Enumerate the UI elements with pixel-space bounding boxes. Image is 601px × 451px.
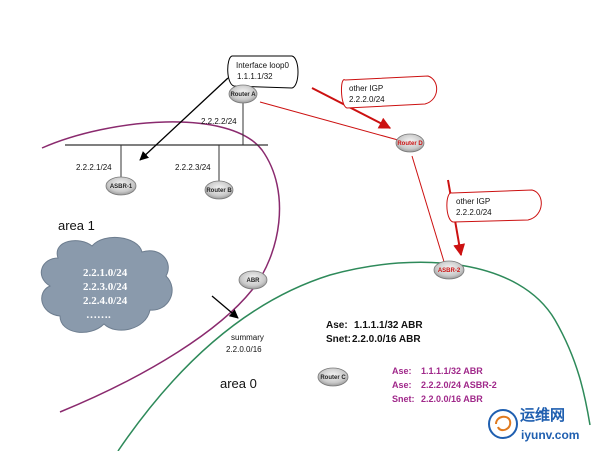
summary-arrow — [211, 295, 239, 319]
igp2-net-label: 2.2.2.0/24 — [456, 208, 492, 217]
cloud-line-4: ……. — [86, 309, 111, 321]
router-c: Router C — [317, 367, 349, 387]
lsa-black-value-1: 1.1.1.1/32 ABR — [354, 320, 423, 331]
router-asbr2: ASBR-2 — [433, 260, 465, 280]
igp-callout-2 — [446, 189, 542, 223]
link-routera-routerd — [259, 101, 399, 141]
network-cloud: 2.2.1.0/24 2.2.3.0/24 2.2.4.0/24 ……. — [40, 236, 173, 333]
summary-label: summary — [231, 333, 264, 342]
link-asbr1-label: 2.2.2.1/24 — [76, 163, 112, 172]
lsa-pink-value-2: 2.2.2.0/24 ASBR-2 — [421, 380, 497, 390]
router-b-label: Router B — [206, 188, 232, 194]
router-a-label: Router A — [230, 92, 256, 98]
asbr1-label: ASBR-1 — [110, 184, 133, 190]
lsa-pink-type-2: Ase: — [392, 380, 412, 390]
link-b-label: 2.2.2.3/24 — [175, 163, 211, 172]
link-a-label: 2.2.2.2/24 — [201, 117, 237, 126]
igp1-net-label: 2.2.2.0/24 — [349, 95, 385, 104]
watermark-name: 运维网 — [520, 406, 565, 424]
cloud-line-3: 2.2.4.0/24 — [83, 295, 128, 307]
lsa-black-value-2: 2.2.0.0/16 ABR — [352, 334, 421, 345]
watermark-domain: iyunv.com — [521, 428, 579, 442]
lsa-pink-type-3: Snet: — [392, 394, 415, 404]
loop-arrow — [139, 77, 229, 161]
interface-loop-label: Interface loop0 — [236, 61, 289, 70]
router-abr: ABR — [238, 270, 268, 290]
lsa-black-type-2: Snet: — [326, 334, 351, 345]
loop-callout — [227, 55, 299, 89]
router-d-label: Router D — [397, 141, 423, 147]
summary-net-label: 2.2.0.0/16 — [226, 345, 262, 354]
router-b: Router B — [204, 180, 234, 200]
lsa-black-type-1: Ase: — [326, 320, 348, 331]
cloud-line-1: 2.2.1.0/24 — [83, 267, 128, 279]
router-d: Router D — [395, 133, 425, 153]
igp2-label: other IGP — [456, 197, 490, 206]
cloud-line-2: 2.2.3.0/24 — [83, 281, 128, 293]
igp-callout-1 — [341, 75, 438, 109]
area1-label: area 1 — [58, 218, 95, 233]
link-routerd-asbr2 — [411, 155, 446, 266]
lsa-pink-type-1: Ase: — [392, 366, 412, 376]
lsa-pink-value-1: 1.1.1.1/32 ABR — [421, 366, 483, 376]
area1-boundary-curve — [41, 121, 281, 413]
watermark-logo: 运维网 iyunv.com — [488, 406, 579, 442]
asbr2-label: ASBR-2 — [438, 268, 461, 274]
router-a: Router A — [228, 84, 258, 104]
lsa-pink-value-3: 2.2.0.0/16 ABR — [421, 394, 483, 404]
area0-boundary-curve — [117, 261, 591, 451]
router-c-label: Router C — [320, 375, 346, 381]
igp1-label: other IGP — [349, 84, 383, 93]
router-asbr1: ASBR-1 — [105, 176, 137, 196]
abr-label: ABR — [247, 278, 261, 284]
area0-label: area 0 — [220, 376, 257, 391]
loop-ip-label: 1.1.1.1/32 — [237, 72, 273, 81]
